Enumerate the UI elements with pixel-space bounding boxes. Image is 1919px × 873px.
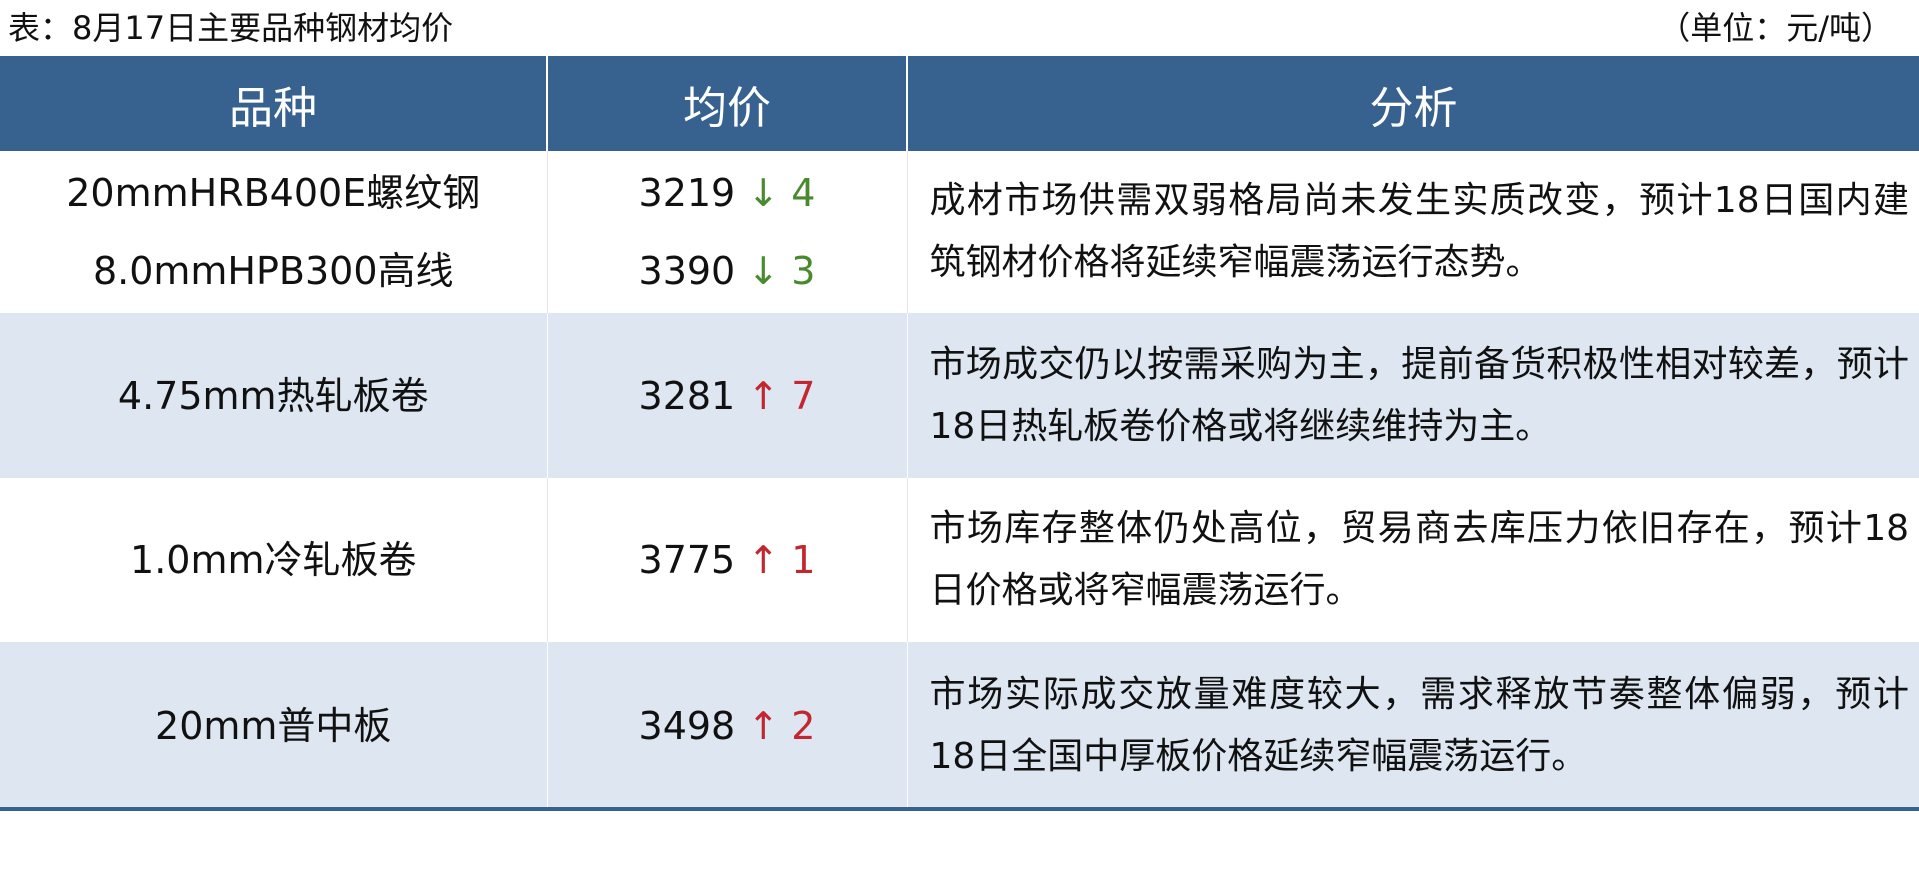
header-analysis: 分析 — [906, 56, 1919, 151]
price-cell: 3281 ↑ 7 — [546, 313, 907, 478]
price-change: 1 — [791, 538, 816, 582]
unit-label: （单位：元/吨） — [1658, 9, 1893, 47]
header-row: 品种 均价 分析 — [0, 56, 1919, 151]
table-row: 20mmHRB400E螺纹钢 8.0mmHPB300高线 3219 ↓ 4 33… — [0, 151, 1919, 313]
product-name: 8.0mmHPB300高线 — [92, 249, 454, 293]
price-change: 3 — [791, 249, 816, 293]
product-name: 1.0mm冷轧板卷 — [130, 538, 417, 582]
price-change: 2 — [791, 704, 816, 748]
price-value: 3281 — [638, 373, 736, 418]
table-row: 4.75mm热轧板卷 3281 ↑ 7 市场成交仍以按需采购为主，提前备货积极性… — [0, 313, 1919, 478]
up-arrow-icon: ↑ — [747, 538, 780, 582]
down-arrow-icon: ↓ — [747, 171, 780, 215]
product-name: 20mmHRB400E螺纹钢 — [66, 171, 481, 215]
product-cell: 20mm普中板 — [0, 642, 547, 810]
price-value: 3498 — [638, 704, 736, 748]
price-value: 3219 — [638, 171, 736, 215]
price-value: 3390 — [638, 249, 736, 293]
product-cell: 1.0mm冷轧板卷 — [0, 478, 547, 642]
price-value: 3775 — [638, 538, 736, 582]
price-cell: 3775 ↑ 1 — [546, 478, 907, 642]
table-bottom-rule — [0, 807, 1919, 811]
table-row: 20mm普中板 3498 ↑ 2 市场实际成交放量难度较大，需求释放节奏整体偏弱… — [0, 642, 1919, 810]
header-product: 品种 — [229, 82, 317, 134]
analysis-cell: 市场成交仍以按需采购为主，提前备货积极性相对较差，预计18日热轧板卷价格或将继续… — [906, 313, 1919, 478]
table-row: 1.0mm冷轧板卷 3775 ↑ 1 市场库存整体仍处高位，贸易商去库压力依旧存… — [0, 478, 1919, 642]
price-line: 3219 ↓ 4 — [548, 154, 907, 232]
price-cell: 3498 ↑ 2 — [546, 642, 907, 810]
price-cell: 3219 ↓ 4 3390 ↓ 3 — [546, 151, 907, 313]
analysis-cell: 市场库存整体仍处高位，贸易商去库压力依旧存在，预计18日价格或将窄幅震荡运行。 — [906, 478, 1919, 642]
price-line: 3775 ↑ 1 — [639, 538, 816, 582]
price-line: 3498 ↑ 2 — [639, 704, 816, 748]
price-change: 4 — [791, 171, 816, 215]
table-caption: 表：8月17日主要品种钢材均价 （单位：元/吨） — [0, 0, 1919, 56]
product-name: 20mm普中板 — [155, 704, 392, 748]
product-cell: 20mmHRB400E螺纹钢 8.0mmHPB300高线 — [0, 151, 547, 313]
steel-price-table: 品种 均价 分析 20mmHRB400E螺纹钢 8.0mmHPB300高线 32… — [0, 56, 1919, 810]
table-title: 表：8月17日主要品种钢材均价 — [8, 9, 454, 47]
table-body: 20mmHRB400E螺纹钢 8.0mmHPB300高线 3219 ↓ 4 33… — [0, 151, 1919, 810]
header-price: 均价 — [546, 56, 907, 151]
price-change: 7 — [791, 373, 816, 418]
up-arrow-icon: ↑ — [747, 704, 780, 748]
analysis-cell: 成材市场供需双弱格局尚未发生实质改变，预计18日国内建筑钢材价格将延续窄幅震荡运… — [906, 151, 1919, 313]
product-cell: 4.75mm热轧板卷 — [0, 313, 547, 478]
analysis-cell: 市场实际成交放量难度较大，需求释放节奏整体偏弱，预计18日全国中厚板价格延续窄幅… — [906, 642, 1919, 810]
price-line: 3390 ↓ 3 — [548, 232, 907, 310]
table-header: 品种 均价 分析 — [0, 56, 1919, 151]
price-line: 3281 ↑ 7 — [639, 374, 816, 418]
up-arrow-icon: ↑ — [747, 373, 780, 418]
down-arrow-icon: ↓ — [747, 249, 780, 293]
product-name: 4.75mm热轧板卷 — [117, 373, 429, 418]
